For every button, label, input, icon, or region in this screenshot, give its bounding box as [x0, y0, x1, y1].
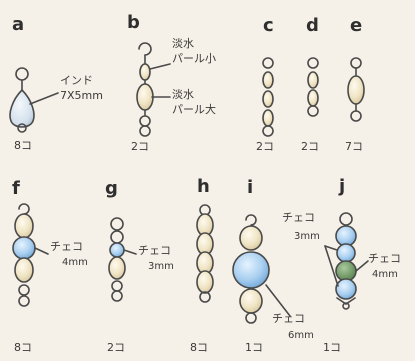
count-j: 1コ: [323, 341, 341, 354]
component-b: [136, 42, 171, 137]
label-e: e: [350, 15, 363, 36]
label-h: h: [197, 176, 210, 197]
component-f: [12, 203, 49, 307]
label-g: g: [105, 178, 118, 199]
label-b: b: [127, 12, 140, 33]
note-a-line2: 7X5mm: [60, 89, 103, 102]
note-a-line1: インド: [60, 74, 93, 87]
component-i: [232, 214, 291, 324]
note-j2-line2: 4mm: [372, 269, 398, 280]
note-b1-line1: 淡水: [172, 37, 194, 50]
component-g: [108, 217, 137, 302]
label-i: i: [247, 177, 254, 198]
note-j2-line1: チェコ: [368, 252, 401, 265]
count-d: 2コ: [301, 140, 319, 153]
count-e: 7コ: [345, 140, 363, 153]
component-a: [9, 67, 59, 133]
note-g-line1: チェコ: [138, 244, 171, 257]
note-f-line1: チェコ: [50, 240, 83, 253]
count-b: 2コ: [131, 140, 149, 153]
note-j1-line2: 3mm: [294, 231, 320, 242]
note-g-line2: 3mm: [148, 261, 174, 272]
note-j1-line1: チェコ: [282, 211, 315, 224]
note-i-line2: 6mm: [288, 330, 314, 341]
note-b2-line1: 淡水: [172, 88, 194, 101]
count-f: 8コ: [14, 341, 32, 354]
component-c: [262, 57, 274, 137]
note-i-line1: チェコ: [272, 312, 305, 325]
component-h: [196, 204, 214, 303]
note-b2-line2: パール大: [172, 103, 216, 116]
note-b1-line2: パール小: [172, 52, 216, 65]
label-d: d: [306, 15, 319, 36]
count-i: 1コ: [245, 341, 263, 354]
label-j: j: [339, 176, 346, 197]
count-c: 2コ: [256, 140, 274, 153]
component-e: [347, 57, 365, 122]
component-d: [307, 57, 319, 117]
count-g: 2コ: [107, 341, 125, 354]
component-j: [324, 212, 369, 310]
label-a: a: [12, 14, 25, 35]
count-h: 8コ: [190, 341, 208, 354]
label-c: c: [263, 15, 274, 36]
note-f-line2: 4mm: [62, 257, 88, 268]
count-a: 8コ: [14, 139, 32, 152]
label-f: f: [12, 178, 20, 199]
